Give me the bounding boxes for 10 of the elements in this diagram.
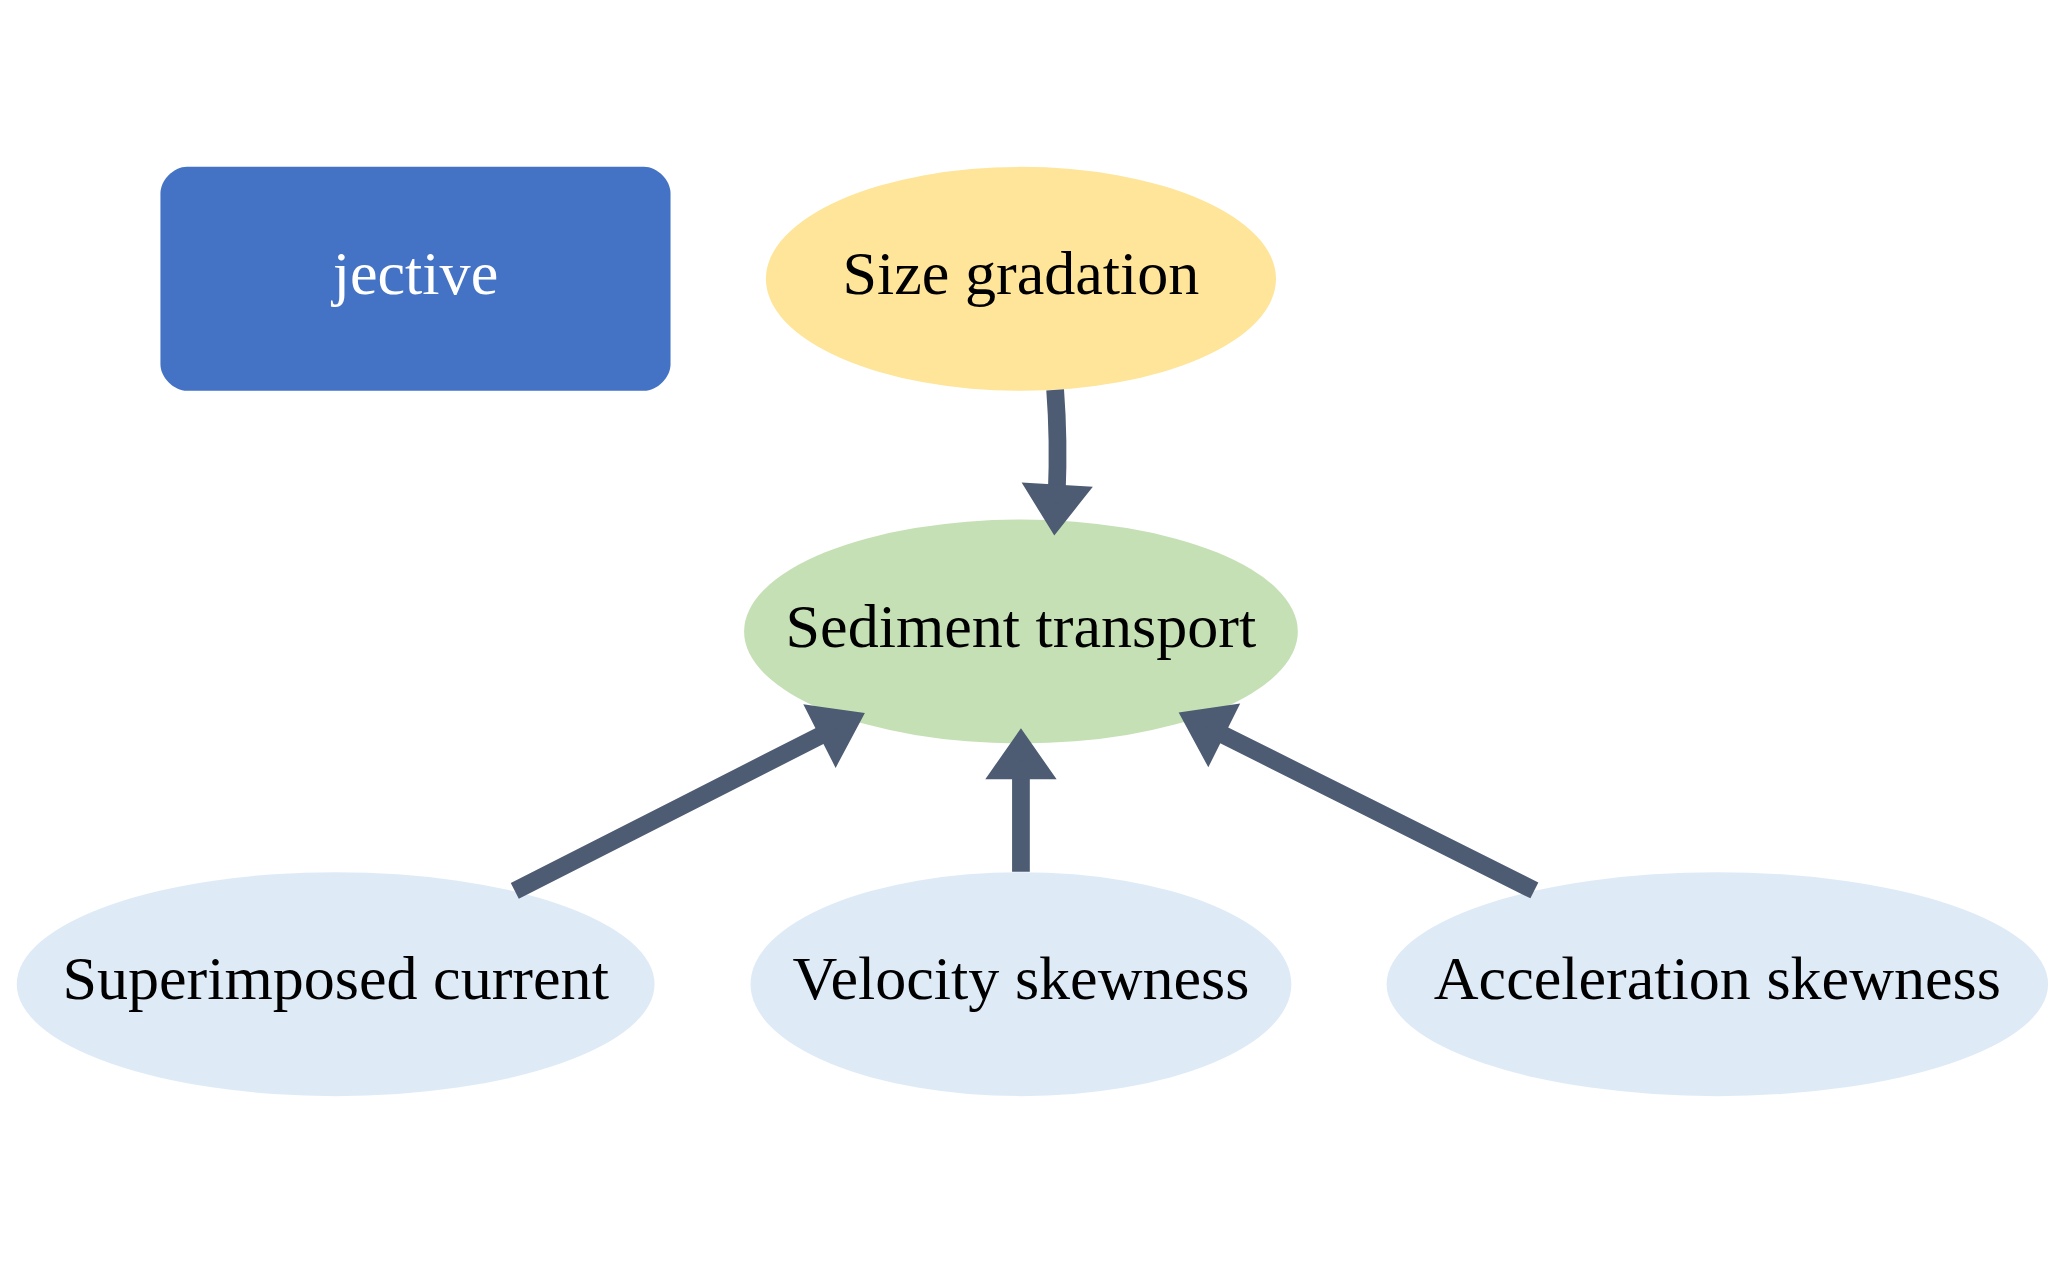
node-ellipse: Acceleration skewness [1386,872,2049,1097]
node-ellipse: Size gradation [765,166,1276,391]
node-ellipse: Sediment transport [744,519,1298,744]
arrow [510,704,865,899]
node-box: jective [160,166,671,391]
node-ellipse: Velocity skewness [750,872,1292,1097]
node-ellipse: Superimposed current [16,872,655,1097]
arrow [1021,389,1093,536]
arrow [985,728,1057,872]
arrow [1178,703,1539,899]
